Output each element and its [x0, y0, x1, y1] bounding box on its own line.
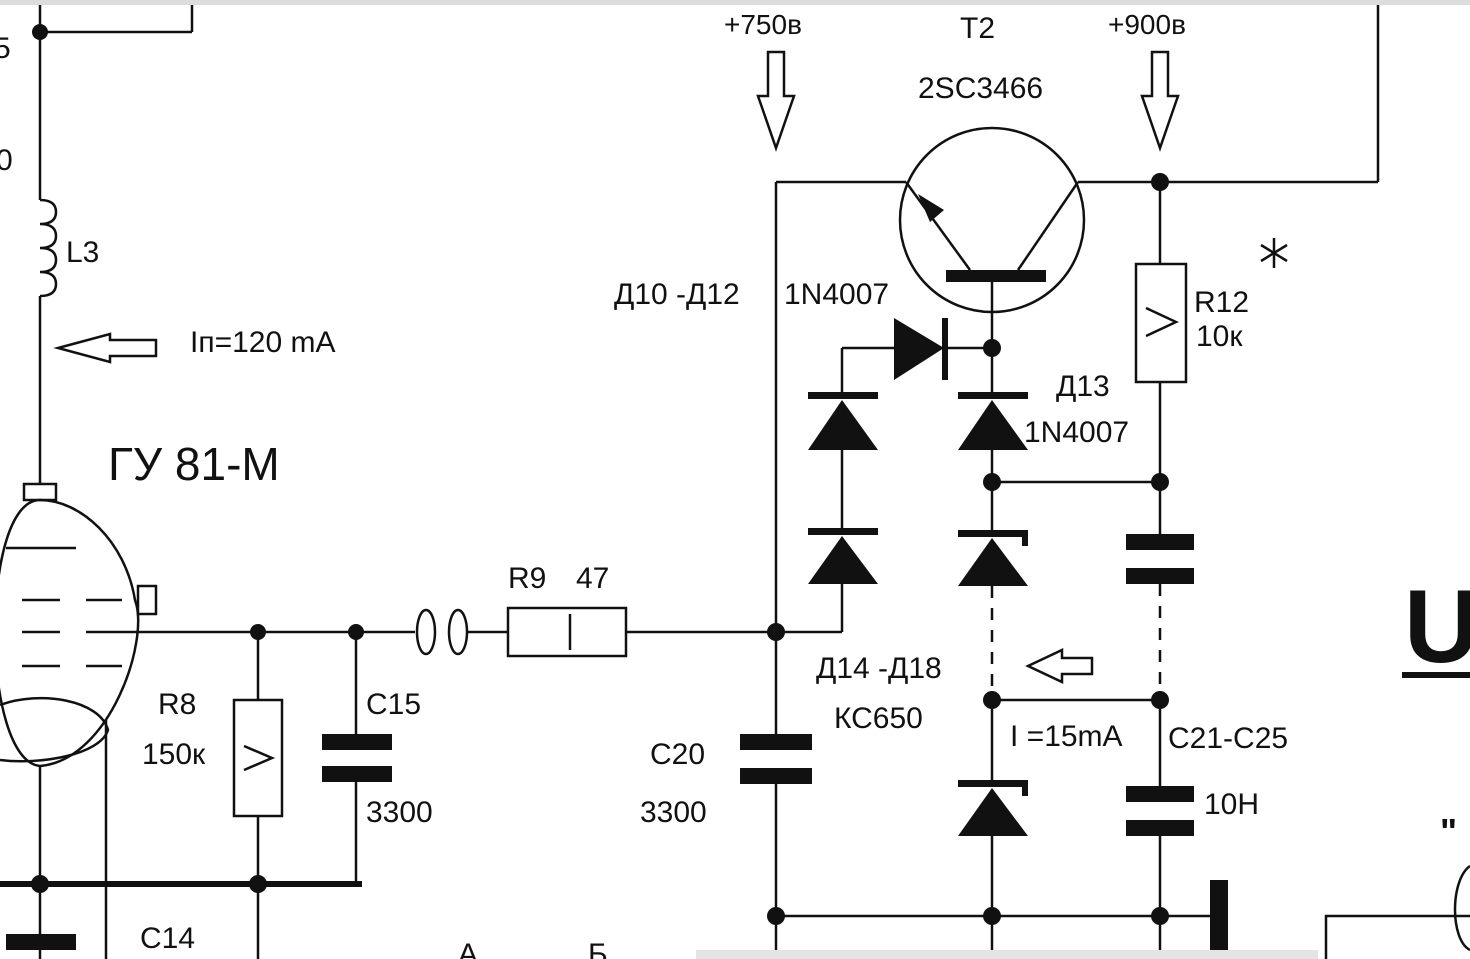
star-marker [1260, 238, 1288, 268]
label-v900: +900в [1108, 9, 1186, 40]
label-d10-d12: Д10 -Д12 [614, 278, 740, 311]
label-r8-value: 150к [142, 738, 206, 771]
label-r8: R8 [158, 688, 196, 721]
label-c20-value: 3300 [640, 796, 707, 829]
top-edge-band [0, 0, 1470, 5]
ground-bus-left [0, 875, 362, 950]
node-776-wire [767, 180, 906, 734]
label-right-big: U [1404, 569, 1470, 685]
diode-chain-d10-d12 [808, 318, 992, 632]
label-v750: +750в [724, 9, 802, 40]
label-tube: ГУ 81-М [108, 438, 280, 490]
label-d13-part: 1N4007 [1024, 416, 1129, 449]
capacitor-c15 [322, 632, 392, 884]
grid-wire [140, 608, 508, 656]
horizontal-scrollbar[interactable] [696, 950, 1318, 959]
arrow-750 [756, 50, 796, 152]
label-c20: C20 [650, 738, 705, 771]
label-r12-value: 10к [1196, 320, 1243, 353]
label-t2-part: 2SC3466 [918, 72, 1043, 105]
right-edge-fragments [1324, 672, 1470, 959]
label-r9: R9 [508, 562, 546, 595]
arrow-900 [1078, 5, 1380, 191]
label-l3: L3 [66, 236, 99, 269]
resistor-r8 [232, 632, 284, 959]
zener-current-arrow [1025, 648, 1094, 684]
label-edge-left-mid: 0 [0, 144, 13, 177]
label-d10-part: 1N4007 [784, 278, 889, 311]
tube-gu81m [0, 482, 158, 959]
label-c21-value: 10Н [1204, 788, 1259, 821]
label-bottom-b: Б [588, 938, 608, 959]
capacitor-chain-c21-c25 [1126, 534, 1194, 959]
diode-d13 [958, 392, 1160, 530]
label-c15-value: 3300 [366, 796, 433, 829]
label-r12: R12 [1194, 286, 1249, 319]
label-zener-current: I =15mA [1010, 720, 1123, 753]
label-star: * [1300, 209, 1301, 211]
label-right-quote: " [1440, 811, 1457, 852]
capacitor-c20 [740, 734, 812, 959]
transistor-t2 [898, 126, 1086, 396]
label-edge-left-top: 5 [0, 32, 11, 65]
label-d14-part: КС650 [834, 702, 923, 735]
label-c21-c25: C21-C25 [1168, 722, 1288, 755]
plate-current-arrow [53, 332, 158, 364]
resistor-r9 [506, 606, 776, 658]
label-plate-current: Iп=120 mA [190, 326, 336, 359]
label-d13: Д13 [1056, 370, 1110, 403]
zener-chain-d14-d18 [958, 530, 1160, 959]
left-supply-wire [32, 5, 194, 200]
label-c15: C15 [366, 688, 421, 721]
label-t2: T2 [960, 12, 995, 45]
label-r9-value: 47 [576, 562, 609, 595]
ground-bus-right [767, 880, 1228, 959]
label-bottom-a: А [458, 938, 478, 959]
label-d14-d18: Д14 -Д18 [816, 652, 942, 685]
resistor-r12 [1134, 182, 1188, 534]
label-c14: C14 [140, 922, 195, 955]
inductor-l3 [38, 198, 58, 486]
